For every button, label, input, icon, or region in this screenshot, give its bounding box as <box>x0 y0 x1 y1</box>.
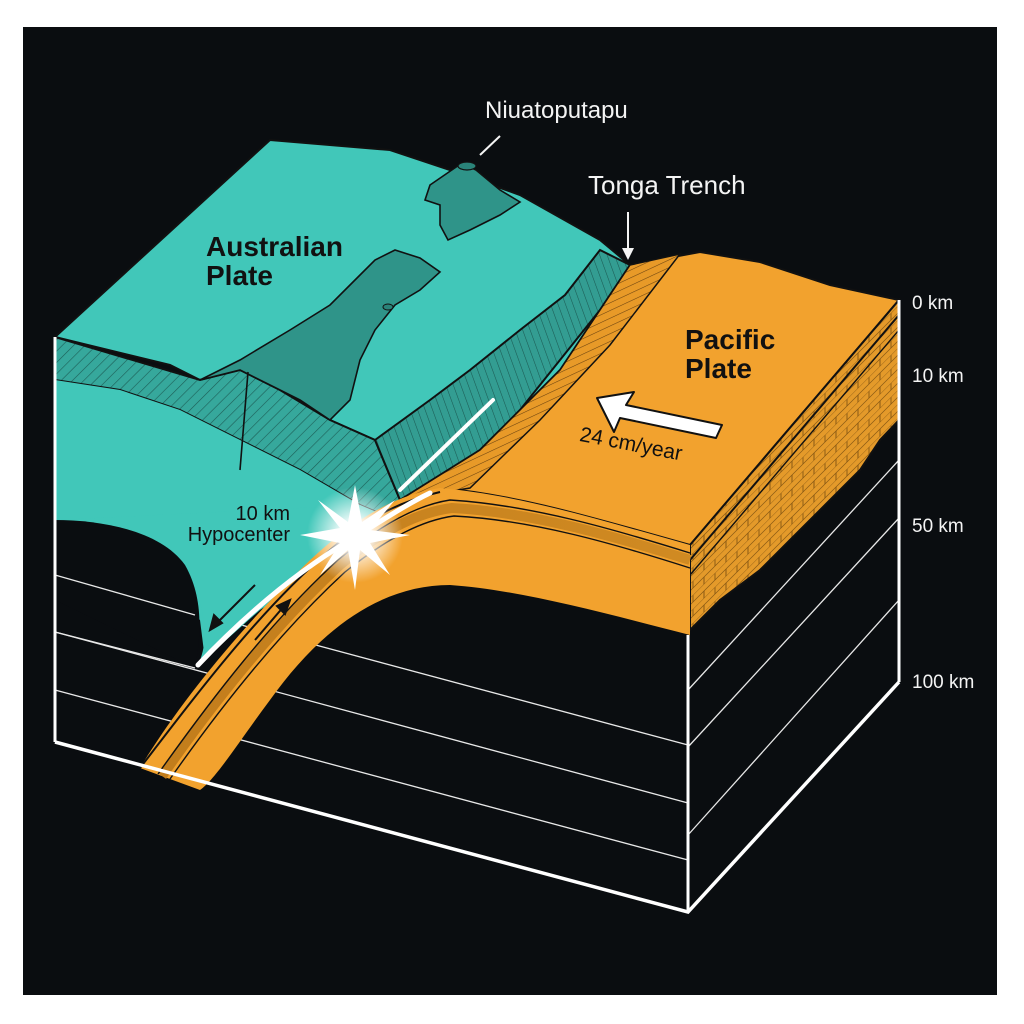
block-frame <box>53 300 901 914</box>
australian-plate-label-line2: Plate <box>206 260 273 292</box>
hypocenter-label: 10 km Hypocenter <box>166 504 290 546</box>
slip-arrows <box>208 584 292 641</box>
pacific-plate-label-line2: Plate <box>685 353 752 385</box>
motion-arrow <box>596 391 723 439</box>
depth-grid-side <box>687 459 900 836</box>
volcano-label: Niuatoputapu <box>485 97 628 124</box>
pacific-plate-trench-edge <box>399 252 682 501</box>
depth-label-100: 100 km <box>912 672 975 693</box>
depth-label-10: 10 km <box>912 366 964 387</box>
hypocenter-depth-label: 10 km <box>235 503 290 525</box>
australian-plate-label: Australian Plate <box>206 232 343 291</box>
depth-label-0: 0 km <box>912 293 954 314</box>
island-ridge <box>199 249 442 422</box>
subducting-slab <box>140 488 690 790</box>
australian-plate-label-line1: Australian <box>206 231 343 262</box>
pacific-plate-label-line1: Pacific <box>685 324 776 355</box>
pacific-plate-label: Pacific Plate <box>685 325 775 384</box>
trench-label: Tonga Trench <box>588 170 746 200</box>
hypocenter-starburst <box>300 485 410 590</box>
depth-label-50: 50 km <box>912 516 964 537</box>
hypocenter-text-label: Hypocenter <box>187 524 290 546</box>
